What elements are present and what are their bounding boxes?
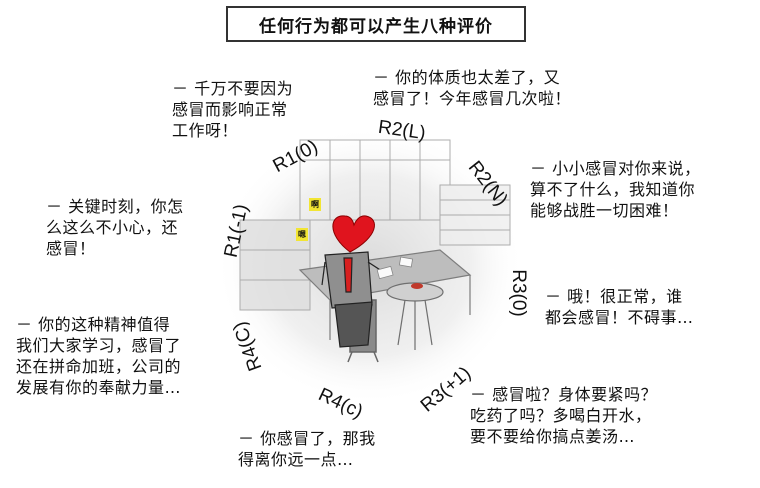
quote-r1-0: － 千万不要因为 感冒而影响正常 工作呀！ [172,79,294,140]
scene-tag-a: 啊 [309,198,321,211]
quote-r3-0: － 哦！很正常，谁 都会感冒！不碍事… [545,287,694,327]
quote-r2-l: － 你的体质也太差了，又 感冒了！今年感冒几次啦！ [373,68,572,108]
quote-r1-neg1: － 关键时刻，你怎 么这么不小心，还 感冒！ [46,197,184,258]
label-r3-0: R3(0) [507,269,529,317]
quote-r2-n: － 小小感冒对你来说， 算不了什么，我知道你 能够战胜一切困难！ [530,159,701,220]
quote-r4c-left: － 你的这种精神值得 我们大家学习，感冒了 还在拼命加班，公司的 发展有你的奉献… [16,315,182,397]
quote-r3-plus1: － 感冒啦？身体要紧吗？ 吃药了吗？多喝白开水， 要不要给你搞点姜汤… [470,385,658,446]
scene-tag-b: 嗯 [296,228,308,241]
diagram-title: 任何行为都可以产生八种评价 [226,6,526,42]
quote-r4c-bottom: － 你感冒了，那我 得离你远一点… [238,429,376,469]
